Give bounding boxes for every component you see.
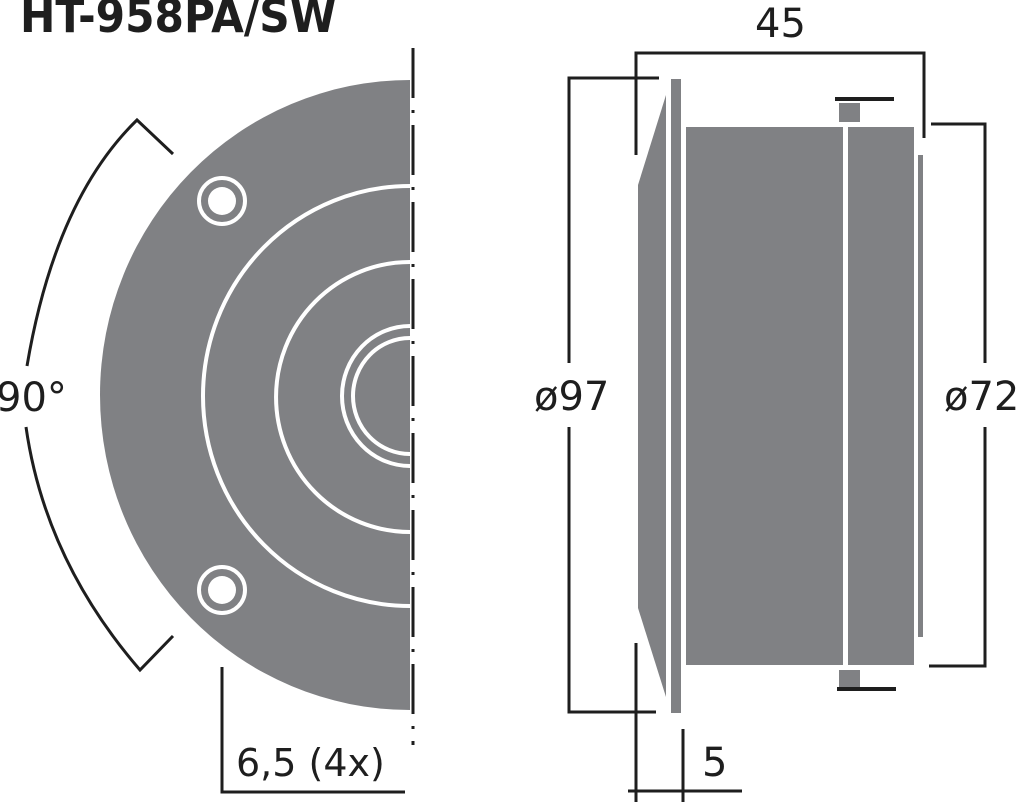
front-view [24, 48, 415, 794]
ring-inner-2 [351, 336, 411, 456]
ring-outer [201, 184, 411, 608]
terminal-top [839, 103, 860, 122]
front-cone [638, 95, 666, 697]
depth-label: 45 [755, 1, 806, 47]
flange-diameter-label: ø97 [534, 374, 610, 420]
flange-plate [671, 79, 681, 713]
ring-middle [274, 260, 411, 534]
hole-dimension-bracket [220, 667, 405, 794]
angle-label: 90° [0, 375, 67, 421]
flange-half-disc [100, 80, 410, 710]
body-diameter-label: ø72 [944, 374, 1020, 420]
flange-thickness-label: 5 [702, 740, 728, 786]
angle-arc-lower [24, 426, 175, 673]
mounting-hole-top [197, 176, 247, 226]
model-title: HT-958PA/SW [20, 0, 337, 43]
terminal-bottom [839, 670, 860, 689]
ring-inner-1 [340, 324, 411, 468]
hole-size-label: 6,5 (4x) [236, 741, 385, 785]
depth-dimension-line [634, 51, 926, 155]
side-view [567, 51, 987, 802]
body-diameter-dim-top [931, 122, 987, 363]
body-diameter-dim-bottom [929, 427, 987, 668]
flange-diameter-dim-top [567, 76, 659, 363]
rear-plate [918, 155, 923, 637]
flange-diameter-dim-bottom [567, 427, 656, 714]
mounting-hole-bottom [197, 565, 247, 615]
body-rear [848, 127, 914, 665]
body-front [686, 127, 843, 665]
angle-arc-upper [25, 117, 175, 367]
